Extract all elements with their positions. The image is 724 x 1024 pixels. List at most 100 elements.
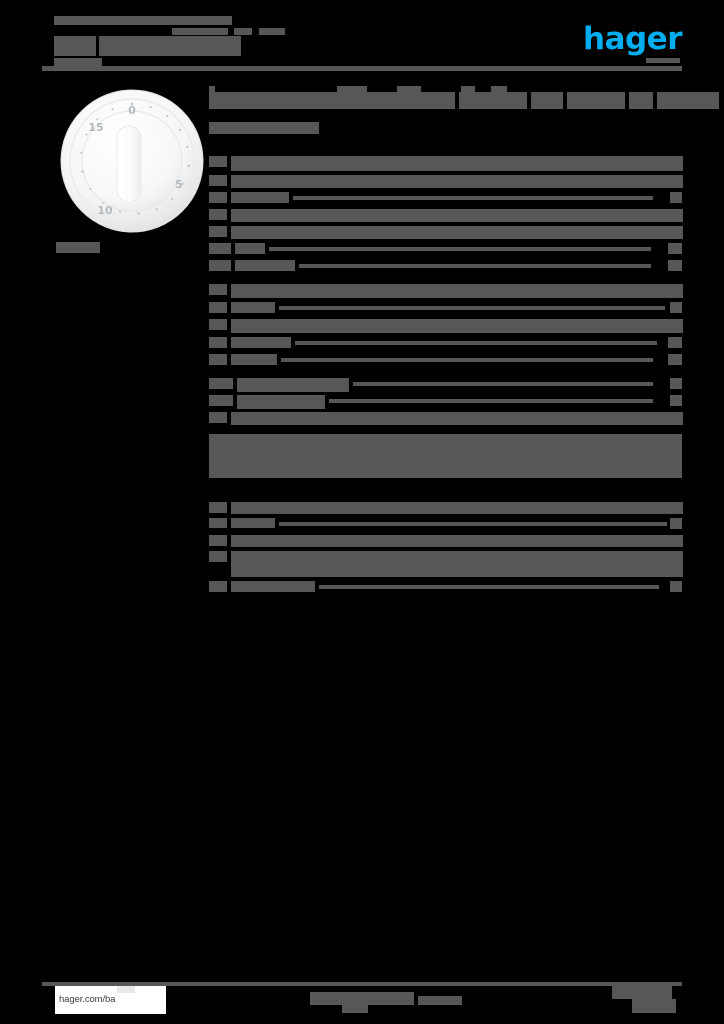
table-of-contents — [209, 154, 683, 596]
toc-row[interactable] — [209, 300, 682, 317]
header-small-3 — [259, 28, 285, 35]
toc-group-1 — [209, 154, 683, 275]
toc-row[interactable] — [209, 317, 683, 335]
toc-row-dot-leader — [279, 306, 665, 310]
dial-label-15: 15 — [88, 121, 103, 134]
toc-row[interactable] — [209, 173, 683, 190]
toc-row[interactable] — [209, 224, 683, 241]
toc-row-dot-leader — [295, 341, 657, 345]
toc-row-number — [209, 260, 231, 271]
document-title — [209, 86, 719, 112]
toc-row[interactable] — [209, 393, 682, 410]
page-footer: hager.com/ba — [42, 982, 682, 1016]
toc-row-dot-leader — [319, 585, 659, 589]
product-image-caption — [56, 242, 100, 253]
header-title-large-right — [99, 36, 241, 56]
toc-row-dot-leader — [269, 247, 651, 251]
toc-row-dot-leader — [281, 358, 653, 362]
toc-row[interactable] — [209, 376, 682, 393]
toc-row-page-number — [670, 378, 682, 389]
toc-row[interactable] — [209, 154, 683, 173]
toc-row-number — [209, 243, 231, 254]
toc-row[interactable] — [209, 410, 683, 427]
toc-row-label — [231, 156, 683, 171]
toc-row-page-number — [668, 260, 682, 271]
toc-row[interactable] — [209, 352, 682, 369]
footer-url-box[interactable]: hager.com/ba — [55, 986, 166, 1014]
toc-row-label — [231, 551, 683, 577]
title-top-mark-2 — [337, 86, 367, 92]
toc-row-label — [231, 518, 275, 528]
footer-url-highlight — [117, 986, 135, 993]
title-word-1 — [209, 92, 455, 109]
footer-url-link[interactable]: hager.com/ba — [59, 994, 116, 1005]
header-line-1 — [54, 16, 232, 25]
toc-row-number — [209, 192, 227, 203]
toc-row-label — [235, 260, 295, 271]
toc-row[interactable] — [209, 516, 682, 533]
toc-row-label — [231, 535, 683, 547]
dial-pointer — [117, 126, 141, 202]
dial-label-0: 0 — [128, 104, 136, 117]
header-title-large-left — [54, 36, 96, 56]
toc-row-number — [209, 226, 227, 237]
toc-row-dot-leader — [353, 382, 653, 386]
toc-row[interactable] — [209, 258, 682, 275]
header-small-2 — [234, 28, 252, 35]
footer-center-block-1 — [310, 992, 414, 1005]
toc-row-number — [209, 284, 227, 295]
toc-row-number — [209, 156, 227, 167]
toc-row-number — [209, 302, 227, 313]
hager-logo-underline — [646, 58, 680, 63]
toc-row-number — [209, 581, 227, 592]
toc-row-number — [209, 319, 227, 330]
footer-divider — [42, 982, 682, 986]
toc-row-number — [209, 354, 227, 365]
footer-page-number-block-2 — [632, 999, 676, 1013]
toc-row-dot-leader — [329, 399, 653, 403]
toc-row[interactable] — [209, 500, 683, 516]
toc-row-number — [209, 209, 227, 220]
toc-row-label — [231, 226, 683, 239]
toc-row[interactable] — [209, 579, 682, 596]
toc-row-label — [231, 319, 683, 333]
title-word-5 — [629, 92, 653, 109]
toc-row-label — [231, 354, 277, 365]
toc-row-number — [209, 395, 233, 406]
page-header: hager — [42, 14, 683, 70]
toc-row[interactable] — [209, 335, 682, 352]
document-subtitle-bar — [209, 122, 319, 134]
toc-row[interactable] — [209, 207, 683, 224]
toc-row-number — [209, 337, 227, 348]
toc-row-label — [237, 378, 349, 392]
toc-row[interactable] — [209, 282, 683, 300]
toc-row-page-number — [670, 302, 682, 313]
toc-row[interactable] — [209, 549, 683, 579]
title-top-mark-4 — [461, 86, 475, 92]
toc-row-label — [231, 337, 291, 348]
toc-row-label — [231, 412, 683, 425]
toc-row-number — [209, 378, 233, 389]
toc-row[interactable] — [209, 533, 683, 549]
toc-row-number — [209, 502, 227, 513]
toc-row[interactable] — [209, 190, 682, 207]
title-word-4 — [567, 92, 625, 109]
footer-page-number-block-1 — [612, 986, 672, 999]
footer-center-block-3 — [418, 996, 462, 1005]
toc-row[interactable] — [209, 241, 682, 258]
toc-row-page-number — [668, 354, 682, 365]
toc-row-page-number — [668, 337, 682, 348]
title-word-6 — [657, 92, 719, 109]
toc-row-dot-leader — [293, 196, 653, 200]
dial-label-5: 5 — [175, 178, 183, 191]
title-word-3 — [531, 92, 563, 109]
hager-logo[interactable]: hager — [583, 21, 683, 63]
toc-row-number — [209, 518, 227, 528]
rotary-dial-icon: 0 5 10 15 — [60, 89, 204, 233]
toc-row-number — [209, 551, 227, 562]
hager-logo-text: hager — [583, 21, 683, 57]
document-subtitle — [209, 122, 682, 144]
toc-row-page-number — [668, 243, 682, 254]
toc-group-final — [209, 500, 683, 596]
